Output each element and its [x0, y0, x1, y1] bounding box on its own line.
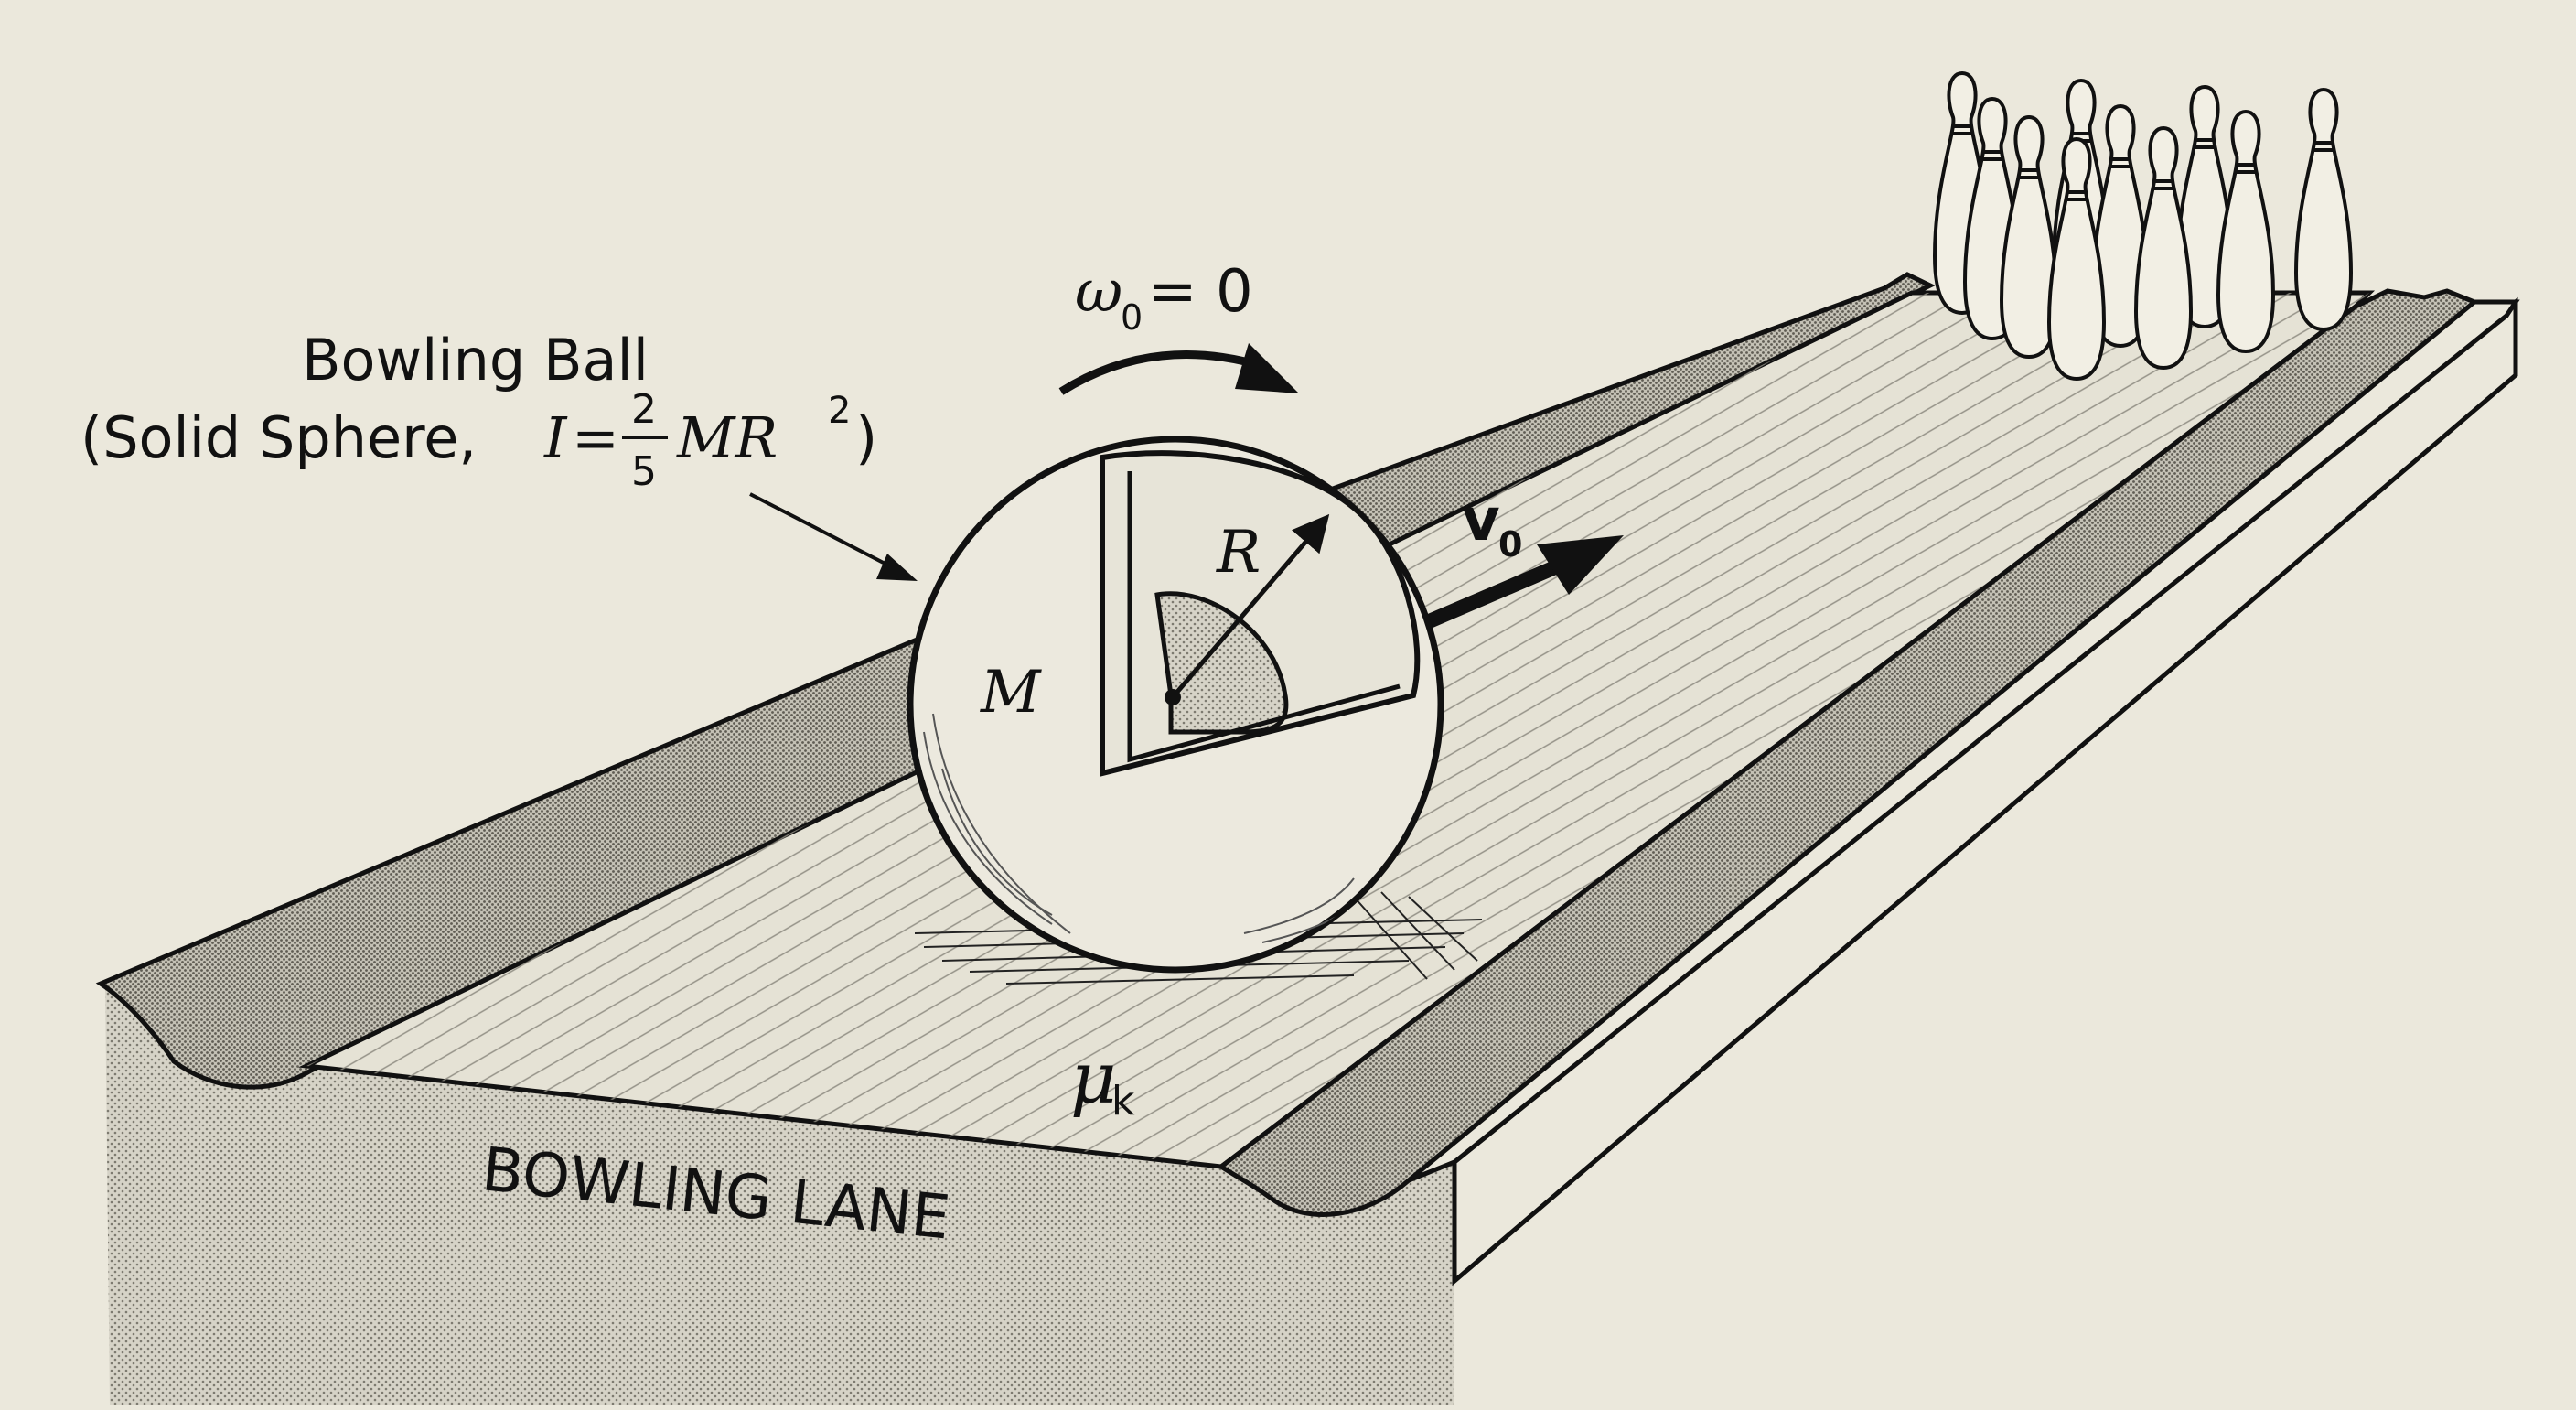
ball-subtitle-suffix: )	[855, 404, 877, 471]
pin	[2090, 103, 2151, 349]
bowling-ball	[907, 436, 1444, 974]
inertia-exponent: 2	[828, 390, 851, 432]
pin	[2046, 136, 2107, 382]
ball-pointer-arrow	[749, 492, 918, 581]
omega-value: = 0	[1148, 258, 1253, 326]
pin	[2293, 87, 2354, 332]
velocity-label: v 0	[1462, 487, 1522, 565]
core-section	[1154, 591, 1289, 735]
rotation-arrow	[1058, 343, 1299, 395]
inertia-equals: =	[572, 404, 619, 471]
friction-symbol: μ	[1070, 1038, 1117, 1120]
velocity-subscript: 0	[1498, 524, 1522, 565]
omega-label: ω 0 = 0	[1075, 258, 1253, 338]
ball-title: Bowling Ball	[302, 327, 649, 393]
mass-label: M	[980, 659, 1042, 727]
lane-front-face	[105, 311, 2516, 1405]
right-rail	[1407, 299, 2520, 1183]
radius-label: R	[1216, 519, 1261, 587]
velocity-symbol: v	[1462, 487, 1500, 554]
ball-subtitle: (Solid Sphere, I = 2 5 MR 2 )	[80, 386, 877, 495]
fraction-numerator: 2	[631, 386, 657, 433]
inertia-symbol: I	[543, 404, 568, 471]
pin	[1999, 114, 2059, 360]
omega-subscript: 0	[1121, 297, 1143, 338]
pin	[2216, 109, 2276, 354]
friction-label: μ k	[1070, 1038, 1135, 1125]
inertia-mass-radius: MR	[676, 404, 778, 471]
friction-subscript: k	[1111, 1078, 1135, 1125]
pin	[2133, 125, 2194, 371]
velocity-arrow	[1423, 535, 1624, 630]
ball-subtitle-prefix: (Solid Sphere,	[80, 404, 477, 471]
fraction-denominator: 5	[631, 448, 657, 495]
omega-symbol: ω	[1075, 258, 1122, 326]
bowling-pins	[1932, 70, 2354, 382]
radius-arrow	[1171, 513, 1330, 699]
ball-center-dot	[1165, 689, 1181, 705]
